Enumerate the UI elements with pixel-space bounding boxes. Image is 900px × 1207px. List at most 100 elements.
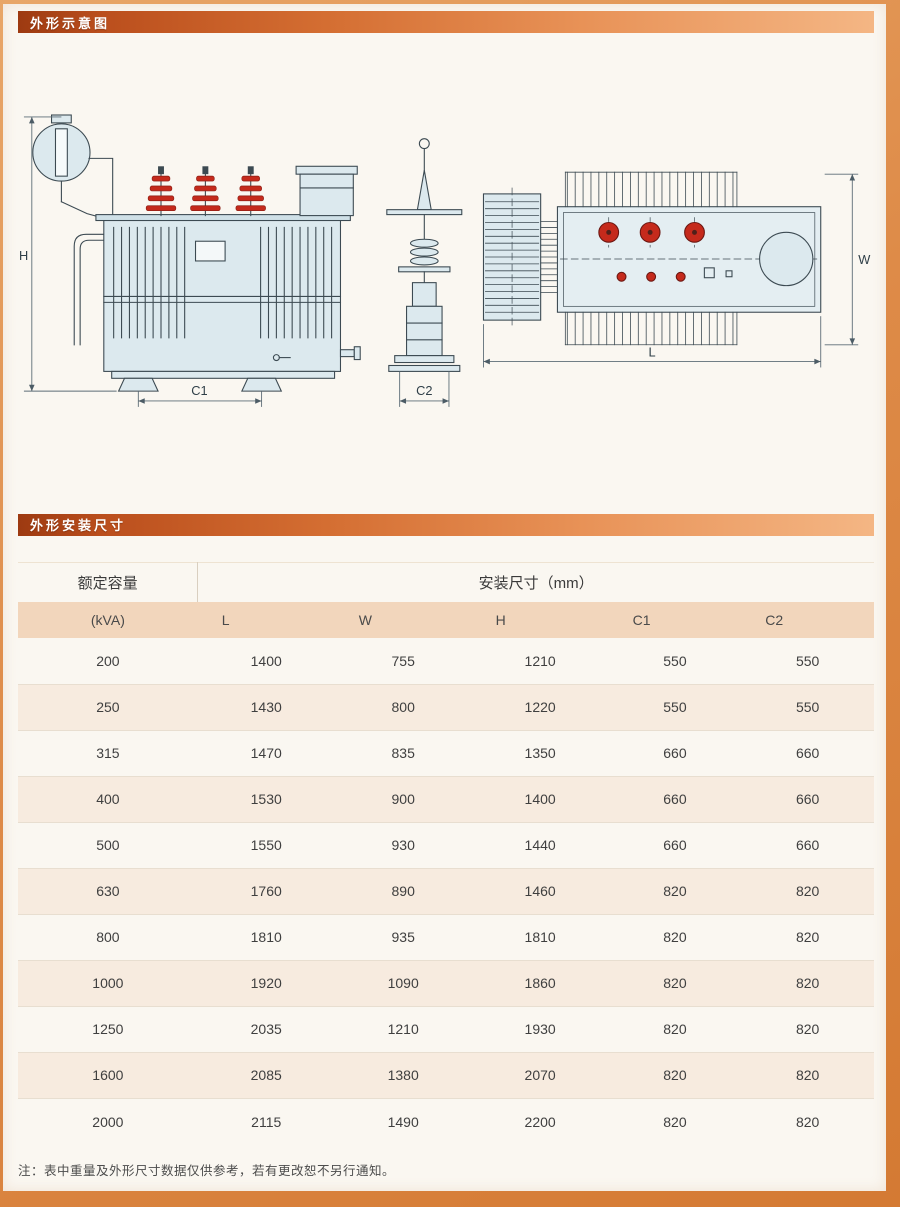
dim-value-c2: 550: [741, 683, 874, 731]
dim-value-c2: 660: [741, 729, 874, 777]
dim-value-w: 1210: [334, 1005, 472, 1053]
lifting-ring: [418, 138, 430, 150]
dim-value-c2: 660: [741, 821, 874, 869]
dimension-lines: [23, 116, 859, 407]
dim-value-l: 2115: [197, 1097, 335, 1145]
column-header-w: W: [334, 602, 472, 639]
dim-value-w: 755: [391, 653, 415, 670]
nameplate: [194, 240, 226, 262]
dimensions-table-body: 200 1400 755 1210 550 550 250 1430 800 1…: [18, 638, 874, 1145]
dim-value-h: 1350: [471, 729, 609, 777]
install-dimensions-group-header: 安装尺寸（mm）: [478, 575, 594, 593]
table-row: 630 1760 890 1460 820 820: [18, 867, 874, 915]
dim-value-c1: 660: [608, 821, 742, 869]
kva-value: 1250: [18, 1005, 198, 1053]
dim-value-h: 1440: [471, 821, 609, 869]
dim-value-w: 930: [334, 821, 472, 869]
dim-value-l: 1760: [197, 867, 335, 915]
table-row: 800 1810 935 1810 820 820: [18, 913, 874, 961]
footer-note: 注：表中重量及外形尺寸数据仅供参考，若有更改恕不另行通知。: [18, 1164, 396, 1179]
dim-label-c1: C1: [191, 383, 207, 398]
dim-value-c2: 820: [741, 1005, 874, 1053]
table-row: 1000 1920 1090 1860 820 820: [18, 959, 874, 1007]
section-header-schematic: 外形示意图: [18, 11, 874, 33]
radiator-fins-left: [113, 226, 186, 339]
dim-value-h: 1810: [471, 913, 609, 961]
dim-value-l: 1530: [197, 775, 335, 823]
column-header-c2: C2: [741, 602, 874, 639]
dim-value-c2: 820: [741, 959, 874, 1007]
top-view-bushings: [598, 221, 705, 243]
arrester-cone: [416, 170, 432, 211]
hv-bushings: [145, 166, 266, 217]
dim-value-c1: 820: [608, 1097, 742, 1145]
kva-value: 250: [18, 683, 198, 731]
dim-value-c2: 820: [741, 867, 874, 915]
dim-value-w: 1380: [334, 1051, 472, 1099]
manhole-cover: [759, 231, 814, 287]
section-header-dimensions: 外形安装尺寸: [18, 513, 874, 536]
dim-value-w: 900: [334, 775, 472, 823]
dim-value-h: 1930: [471, 1005, 609, 1053]
dim-value-c2: 820: [741, 1051, 874, 1099]
dim-value-l: 1810: [197, 913, 335, 961]
dim-value-c2: 550: [795, 653, 820, 670]
base-rollers: [111, 370, 336, 392]
column-header-c1: C1: [608, 602, 742, 639]
left-pipe: [73, 233, 122, 346]
dim-value-w: 890: [334, 867, 472, 915]
schematic-diagram-area: H C1 C2 W L: [18, 44, 874, 478]
dim-value-h: 2070: [471, 1051, 609, 1099]
kva-value: 400: [18, 775, 198, 823]
kva-value: 500: [18, 821, 198, 869]
dim-value-c2: 660: [741, 775, 874, 823]
dim-value-w: 935: [334, 913, 472, 961]
dim-value-w: 1490: [334, 1097, 472, 1145]
dim-value-c2: 820: [741, 1097, 874, 1145]
dim-value-c1: 660: [608, 775, 742, 823]
dim-value-c1: 550: [608, 683, 742, 731]
dim-value-l: 2035: [197, 1005, 335, 1053]
top-view: [482, 171, 822, 346]
dim-value-c1: 660: [608, 729, 742, 777]
kva-unit-header: (kVA): [18, 602, 198, 639]
dim-label-h: H: [19, 248, 28, 263]
dim-value-c1: 820: [608, 867, 742, 915]
dim-value-w: 835: [334, 729, 472, 777]
dim-value-c1: 820: [608, 1051, 742, 1099]
conservator-tank: [32, 114, 114, 221]
kva-value: 200: [96, 653, 120, 670]
dim-value-c1: 820: [608, 913, 742, 961]
table-header-row-1: 额定容量 安装尺寸（mm）: [18, 562, 874, 603]
dim-value-h: 1220: [471, 683, 609, 731]
column-header-l: L: [197, 602, 335, 639]
table-row: 1250 2035 1210 1930 820 820: [18, 1005, 874, 1053]
dim-value-w: 800: [334, 683, 472, 731]
table-row: 200 1400 755 1210 550 550: [18, 638, 874, 684]
dim-value-l: 2085: [197, 1051, 335, 1099]
dim-value-c2: 820: [741, 913, 874, 961]
table-row: 1600 2085 1380 2070 820 820: [18, 1051, 874, 1099]
table-row: 2000 2115 1490 2200 820 820: [18, 1097, 874, 1145]
top-radiator: [564, 171, 738, 208]
kva-value: 1000: [18, 959, 198, 1007]
page-content: 外形示意图: [3, 4, 886, 1179]
kva-value: 1600: [18, 1051, 198, 1099]
dim-value-l: 1470: [197, 729, 335, 777]
kva-value: 2000: [18, 1097, 198, 1145]
dim-value-h: 1210: [524, 653, 556, 670]
dim-value-h: 1860: [471, 959, 609, 1007]
dim-value-h: 1460: [471, 867, 609, 915]
cable-box: [295, 165, 358, 217]
side-view: [32, 114, 361, 392]
tank-body: [95, 214, 361, 372]
column-header-h: H: [471, 602, 609, 639]
table-row: 400 1530 900 1400 660 660: [18, 775, 874, 823]
dim-value-h: 1400: [471, 775, 609, 823]
radiator-fins-right: [260, 226, 333, 339]
table-header-row-2: (kVA) L W H C1 C2: [18, 602, 874, 639]
lv-fittings: [616, 267, 733, 282]
drain-stub: [339, 349, 355, 358]
transformer-outline-drawing: H C1 C2 W L: [19, 114, 871, 407]
dim-label-c2: C2: [416, 383, 432, 398]
